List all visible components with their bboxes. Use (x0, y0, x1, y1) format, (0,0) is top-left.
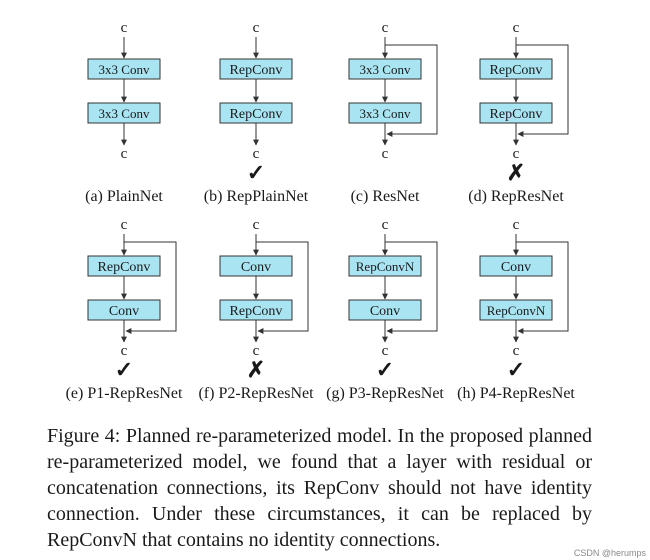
top-block-label: 3x3 Conv (360, 62, 411, 77)
figure-caption: Figure 4: Planned re-parameterized model… (47, 425, 592, 551)
bottom-block-label: RepConv (490, 107, 543, 122)
top-block-label: RepConv (490, 63, 543, 78)
skip-connection (256, 241, 309, 334)
panel-label: (c) ResNet (351, 188, 420, 205)
skip-connection (385, 241, 438, 334)
bottom-block-label: 3x3 Conv (99, 106, 150, 121)
panel-label: (h) P4-RepResNet (457, 385, 575, 402)
watermark: CSDN @herumps (573, 548, 646, 558)
input-label: c (253, 217, 260, 233)
skip-connection (385, 44, 438, 137)
check-icon: ✓ (376, 357, 394, 382)
input-label: c (513, 20, 520, 36)
top-block-label: RepConv (230, 63, 283, 78)
bottom-block-label: RepConv (230, 107, 283, 122)
output-label: c (513, 343, 520, 359)
input-label: c (121, 20, 128, 36)
output-label: c (382, 146, 389, 162)
input-label: c (513, 217, 520, 233)
check-icon: ✓ (507, 357, 525, 382)
top-block-label: Conv (241, 260, 271, 275)
cross-icon: ✗ (247, 357, 265, 382)
skip-connection (516, 44, 569, 137)
output-label: c (382, 343, 389, 359)
panel-label: (e) P1-RepResNet (66, 385, 183, 402)
input-label: c (121, 217, 128, 233)
panel-label: (g) P3-RepResNet (326, 385, 444, 402)
check-icon: ✓ (115, 357, 133, 382)
panel-label: (b) RepPlainNet (204, 188, 309, 205)
top-block-label: RepConvN (356, 259, 415, 274)
output-label: c (253, 146, 260, 162)
output-label: c (253, 343, 260, 359)
bottom-block-label: RepConv (230, 304, 283, 319)
output-label: c (513, 146, 520, 162)
panel-label: (d) RepResNet (468, 188, 564, 205)
input-label: c (382, 20, 389, 36)
bottom-block-label: Conv (109, 304, 139, 319)
check-icon: ✓ (247, 160, 265, 185)
input-label: c (253, 20, 260, 36)
bottom-block-label: RepConvN (487, 303, 546, 318)
skip-connection (516, 241, 569, 334)
bottom-block-label: 3x3 Conv (360, 106, 411, 121)
panel-label: (f) P2-RepResNet (198, 385, 314, 402)
output-label: c (121, 146, 128, 162)
top-block-label: Conv (501, 260, 531, 275)
input-label: c (382, 217, 389, 233)
output-label: c (121, 343, 128, 359)
cross-icon: ✗ (507, 160, 525, 185)
bottom-block-label: Conv (370, 304, 400, 319)
skip-connection (124, 241, 177, 334)
top-block-label: 3x3 Conv (99, 62, 150, 77)
top-block-label: RepConv (98, 260, 151, 275)
panel-label: (a) PlainNet (85, 188, 163, 205)
